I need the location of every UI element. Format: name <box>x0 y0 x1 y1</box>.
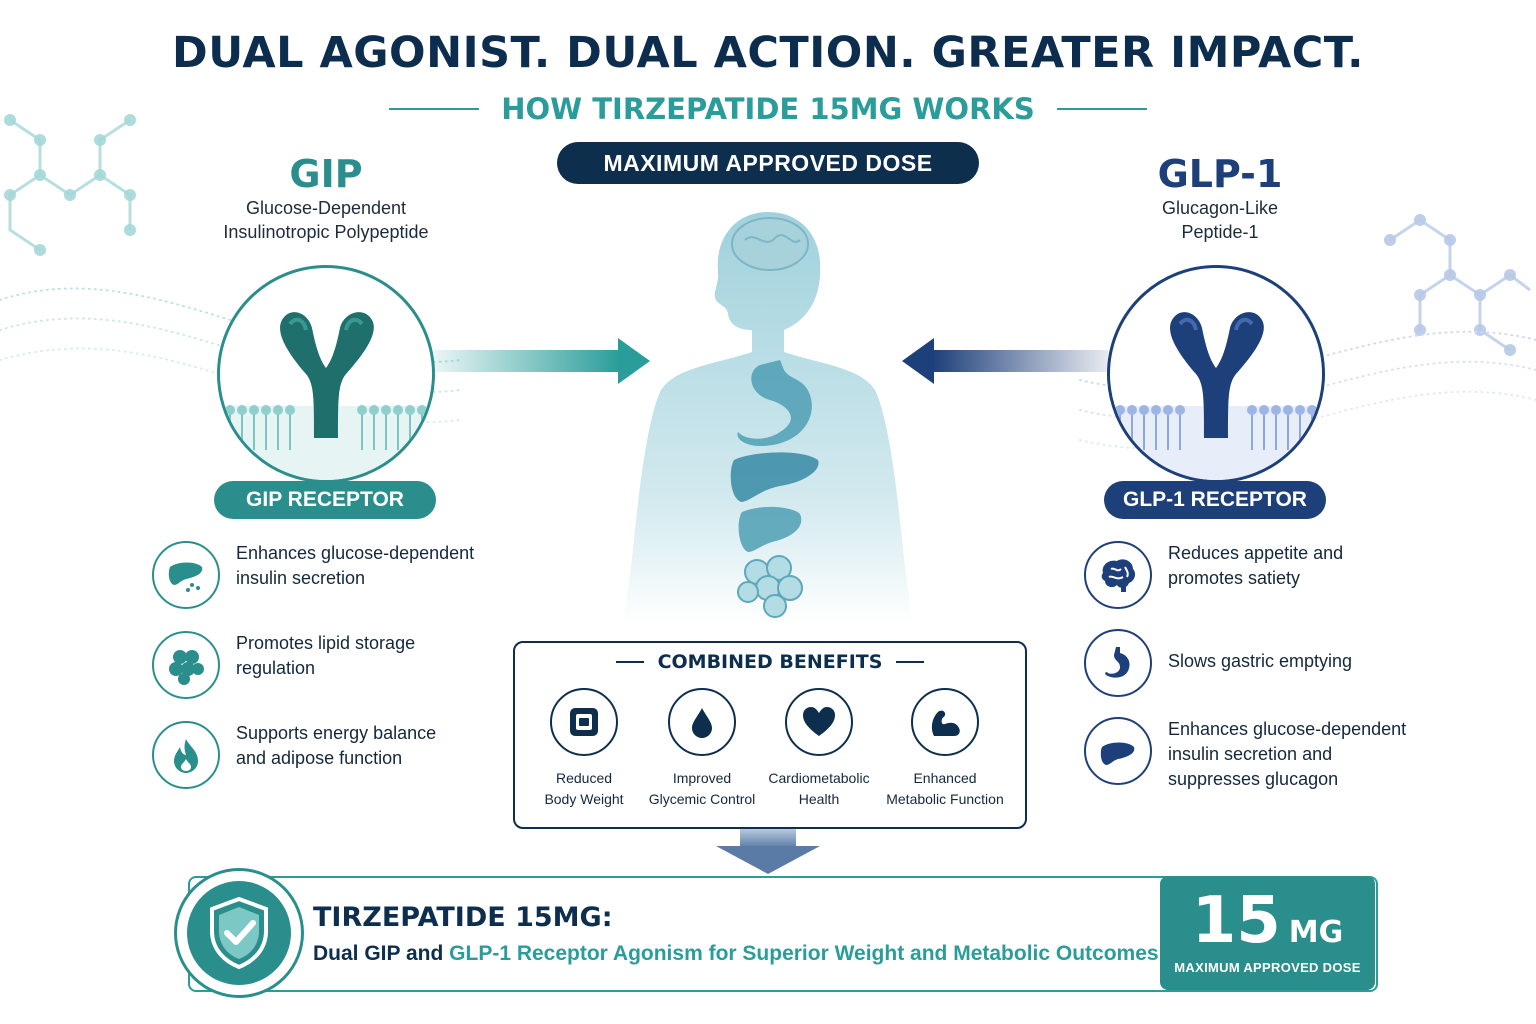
gip-receptor-icon <box>220 312 432 480</box>
summary-subtitle-part1: Dual GIP and <box>313 942 450 965</box>
combined-benefits-heading: COMBINED BENEFITS <box>515 651 1025 673</box>
glp1-benefit-3-line3: suppresses glucagon <box>1168 769 1339 789</box>
dose-number: 15 <box>1191 884 1281 958</box>
dose-unit: MG <box>1288 915 1344 950</box>
gip-subtitle-line1: Glucose-Dependent <box>245 198 407 218</box>
gip-benefit-1: Enhances glucose-dependent insulin secret… <box>152 541 476 609</box>
combined-item-cardio-line2: Health <box>798 791 840 807</box>
combined-item-glycemic-line1: Improved <box>672 770 732 786</box>
glp1-subtitle-line2: Peptide-1 <box>1181 222 1259 242</box>
muscle-icon <box>911 688 979 756</box>
glp1-receptor-label: GLP-1 RECEPTOR <box>1104 481 1326 519</box>
glp1-receptor-illustration <box>1107 265 1325 483</box>
page-subtitle: HOW TIRZEPATIDE 15MG WORKS <box>501 92 1035 126</box>
glp1-benefit-2-line1: Slows gastric emptying <box>1168 651 1353 671</box>
combined-item-weight-line2: Body Weight <box>544 791 624 807</box>
gip-title: GIP <box>289 152 363 196</box>
gip-benefit-1-line1: Enhances glucose-dependent <box>236 543 475 563</box>
glp1-title: GLP-1 <box>1157 152 1283 196</box>
glp1-benefit-1-line1: Reduces appetite and <box>1168 543 1344 563</box>
stomach-icon <box>1084 629 1152 697</box>
flame-icon <box>152 721 220 789</box>
subtitle-right-line <box>1056 108 1147 110</box>
dose-box-label: MAXIMUM APPROVED DOSE <box>1174 960 1361 975</box>
fat-cells-icon <box>152 631 220 699</box>
combined-item-glycemic-line2: Glycemic Control <box>648 791 756 807</box>
glp1-benefit-1-line2: promotes satiety <box>1168 568 1301 588</box>
combined-benefits-title: COMBINED BENEFITS <box>657 651 883 673</box>
glp1-subtitle-line1: Glucagon-Like <box>1161 198 1279 218</box>
page-title: DUAL AGONIST. DUAL ACTION. GREATER IMPAC… <box>172 28 1364 78</box>
glp1-benefit-2: Slows gastric emptying <box>1084 629 1408 697</box>
gip-benefit-3: Supports energy balance and adipose funct… <box>152 721 476 789</box>
brain-icon <box>1084 541 1152 609</box>
combined-item-weight-line1: Reduced <box>555 770 613 786</box>
pancreas-icon <box>1084 717 1152 785</box>
shield-check-icon <box>210 896 268 970</box>
subtitle-left-line <box>389 108 480 110</box>
glp1-benefit-1: Reduces appetite and promotes satiety <box>1084 541 1408 609</box>
heart-icon <box>785 688 853 756</box>
glp1-benefit-3-line2: insulin secretion and <box>1168 744 1333 764</box>
subtitle-row: HOW TIRZEPATIDE 15MG WORKS <box>0 92 1536 126</box>
drop-icon <box>668 688 736 756</box>
gip-arrow <box>434 338 650 384</box>
glp1-benefit-3-line1: Enhances glucose-dependent <box>1168 719 1407 739</box>
combined-item-metabolic-line2: Metabolic Function <box>886 791 1004 807</box>
gip-benefit-1-line2: insulin secretion <box>236 568 366 588</box>
gip-benefit-2-line2: regulation <box>236 658 316 678</box>
combined-item-metabolic-line1: Enhanced <box>913 770 977 786</box>
human-body-illustration <box>622 212 914 625</box>
max-dose-badge: MAXIMUM APPROVED DOSE <box>557 142 979 184</box>
gip-benefit-2: Promotes lipid storage regulation <box>152 631 476 699</box>
glp1-arrow <box>902 338 1108 384</box>
shield-badge <box>174 868 304 998</box>
summary-title: TIRZEPATIDE 15MG: <box>313 902 613 933</box>
gip-receptor-illustration <box>217 265 435 483</box>
glp1-benefit-3: Enhances glucose-dependent insulin secret… <box>1084 717 1428 792</box>
gip-receptor-label: GIP RECEPTOR <box>214 481 436 519</box>
down-arrow <box>716 826 820 874</box>
gip-benefit-3-line1: Supports energy balance <box>236 723 437 743</box>
gip-benefit-3-line2: and adipose function <box>236 748 403 768</box>
gip-subtitle: Glucose-Dependent Insulinotropic Polypep… <box>186 196 466 244</box>
combined-item-cardio-line1: Cardiometabolic <box>768 770 870 786</box>
scale-icon <box>550 688 618 756</box>
glp1-subtitle: Glucagon-Like Peptide-1 <box>1100 196 1340 244</box>
summary-subtitle-part2: GLP-1 Receptor Agonism for Superior Weig… <box>449 942 1159 965</box>
summary-subtitle: Dual GIP and GLP-1 Receptor Agonism for … <box>313 942 1159 966</box>
gip-benefit-2-line1: Promotes lipid storage <box>236 633 416 653</box>
gip-subtitle-line2: Insulinotropic Polypeptide <box>223 222 429 242</box>
glp1-receptor-icon <box>1110 312 1322 480</box>
pancreas-icon <box>152 541 220 609</box>
